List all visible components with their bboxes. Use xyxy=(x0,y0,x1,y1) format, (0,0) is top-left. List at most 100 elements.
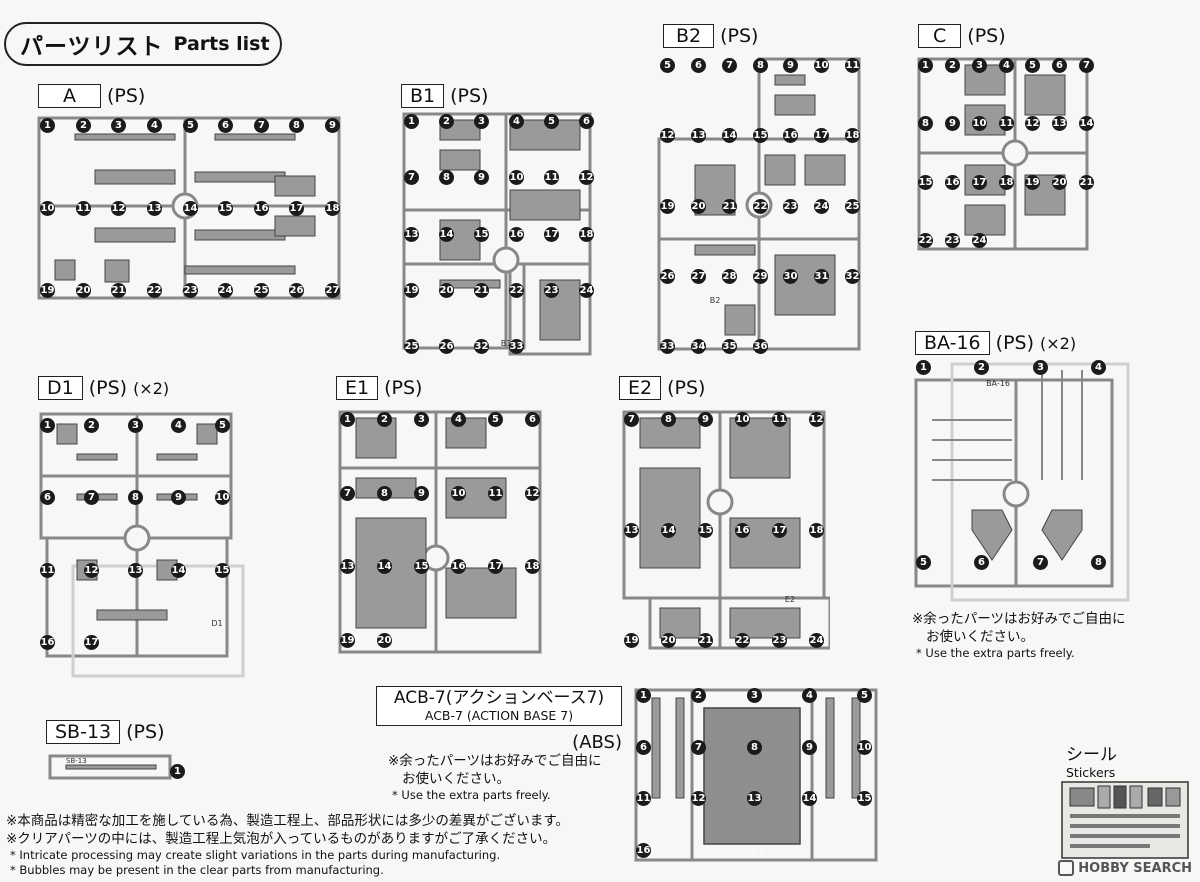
part-number-e2: 11 xyxy=(772,412,787,427)
part-number-a: 7 xyxy=(254,118,269,133)
part-number-b2: 10 xyxy=(814,58,829,73)
part-number-b1: 16 xyxy=(509,227,524,242)
part-number-b2: 6 xyxy=(691,58,706,73)
footer-notes: ※本商品は精密な加工を施している為、製造工程上、部品形状には多少の差異がございま… xyxy=(6,813,570,877)
part-number-e2: 18 xyxy=(809,523,824,538)
part-number-b2: 11 xyxy=(845,58,860,73)
part-number-b2: 25 xyxy=(845,199,860,214)
part-number-a: 23 xyxy=(183,283,198,298)
part-number-d1: 6 xyxy=(40,490,55,505)
part-number-b2: 7 xyxy=(722,58,737,73)
part-number-b2: 36 xyxy=(753,339,768,354)
part-number-acb7: 13 xyxy=(747,791,762,806)
part-number-a: 17 xyxy=(289,201,304,216)
watermark: HOBBY SEARCH xyxy=(1058,860,1192,876)
part-number-e2: 19 xyxy=(624,633,639,648)
part-number-ba16: 5 xyxy=(916,555,931,570)
part-number-e1: 6 xyxy=(525,412,540,427)
part-number-e2: 15 xyxy=(698,523,713,538)
part-number-b1: 12 xyxy=(579,170,594,185)
part-number-e1: 15 xyxy=(414,559,429,574)
part-number-a: 16 xyxy=(254,201,269,216)
runner-e2-tag: E2 xyxy=(785,595,795,604)
part-number-e1: 8 xyxy=(377,486,392,501)
part-number-b2: 26 xyxy=(660,269,675,284)
part-number-a: 21 xyxy=(111,283,126,298)
stickers-label: シール Stickers xyxy=(1066,745,1117,781)
part-number-acb7: 11 xyxy=(636,791,651,806)
runner-label-e1: E1 (PS) xyxy=(336,376,422,400)
part-number-a: 20 xyxy=(76,283,91,298)
part-number-a: 9 xyxy=(325,118,340,133)
runner-e1 xyxy=(338,410,542,654)
part-number-c: 9 xyxy=(945,116,960,131)
part-number-e1: 5 xyxy=(488,412,503,427)
runner-sb13-tag: SB-13 xyxy=(66,757,87,765)
runner-ba16-tag: BA-16 xyxy=(986,379,1010,388)
part-number-b1: 6 xyxy=(579,114,594,129)
part-number-c: 17 xyxy=(972,175,987,190)
part-number-b2: 16 xyxy=(783,128,798,143)
part-number-d1: 15 xyxy=(215,563,230,578)
part-number-e2: 20 xyxy=(661,633,676,648)
part-number-a: 4 xyxy=(147,118,162,133)
part-number-acb7: 14 xyxy=(802,791,817,806)
part-number-b1: 9 xyxy=(474,170,489,185)
part-number-b2: 12 xyxy=(660,128,675,143)
part-number-b2: 22 xyxy=(753,199,768,214)
part-number-d1: 14 xyxy=(171,563,186,578)
part-number-e1: 12 xyxy=(525,486,540,501)
part-number-b2: 34 xyxy=(691,339,706,354)
part-number-b2: 14 xyxy=(722,128,737,143)
part-number-d1: 4 xyxy=(171,418,186,433)
part-number-d1: 16 xyxy=(40,635,55,650)
part-number-b2: 23 xyxy=(783,199,798,214)
part-number-c: 10 xyxy=(972,116,987,131)
runner-label-b1: B1 (PS) xyxy=(401,84,488,108)
part-number-b1: 22 xyxy=(509,283,524,298)
part-number-e1: 9 xyxy=(414,486,429,501)
part-number-b1: 32 xyxy=(474,339,489,354)
part-number-e2: 14 xyxy=(661,523,676,538)
part-number-a: 6 xyxy=(218,118,233,133)
part-number-acb7: 8 xyxy=(747,740,762,755)
part-number-a: 15 xyxy=(218,201,233,216)
acb7-subtitle: ACB-7 (ACTION BASE 7) xyxy=(424,708,574,723)
part-number-b2: 35 xyxy=(722,339,737,354)
part-number-e2: 7 xyxy=(624,412,639,427)
watermark-logo-icon xyxy=(1058,860,1075,876)
part-number-b1: 20 xyxy=(439,283,454,298)
part-number-d1: 10 xyxy=(215,490,230,505)
part-number-d1: 5 xyxy=(215,418,230,433)
part-number-a: 14 xyxy=(183,201,198,216)
part-number-b2: 17 xyxy=(814,128,829,143)
part-number-e1: 19 xyxy=(340,633,355,648)
part-number-a: 26 xyxy=(289,283,304,298)
part-number-e2: 8 xyxy=(661,412,676,427)
part-number-acb7: 5 xyxy=(857,688,872,703)
header-title-en: Parts list xyxy=(173,33,270,55)
runner-b1: B1 xyxy=(402,112,592,356)
part-number-ba16: 3 xyxy=(1033,360,1048,375)
part-number-c: 23 xyxy=(945,233,960,248)
runner-d1: D1 xyxy=(39,412,245,678)
part-number-e1: 16 xyxy=(451,559,466,574)
runner-label-e2: E2 (PS) xyxy=(619,376,705,400)
part-number-b2: 9 xyxy=(783,58,798,73)
runner-label-acb7: ACB-7(アクションベース7) ACB-7 (ACTION BASE 7) (… xyxy=(376,686,622,753)
part-number-e1: 4 xyxy=(451,412,466,427)
part-number-e2: 12 xyxy=(809,412,824,427)
part-number-c: 19 xyxy=(1025,175,1040,190)
runner-sb13: SB-13 xyxy=(48,754,172,780)
part-number-e1: 7 xyxy=(340,486,355,501)
part-number-ba16: 4 xyxy=(1091,360,1106,375)
part-number-b2: 29 xyxy=(753,269,768,284)
runner-acb7: ACB-7 xyxy=(634,688,878,862)
part-number-acb7: 1 xyxy=(636,688,651,703)
part-number-e1: 10 xyxy=(451,486,466,501)
acb7-extra-note: ※余ったパーツはお好みでご自由に お使いください。 * Use the extr… xyxy=(388,753,602,802)
part-number-b1: 19 xyxy=(404,283,419,298)
acb7-material: (ABS) xyxy=(572,732,622,753)
part-number-e2: 24 xyxy=(809,633,824,648)
part-number-d1: 13 xyxy=(128,563,143,578)
